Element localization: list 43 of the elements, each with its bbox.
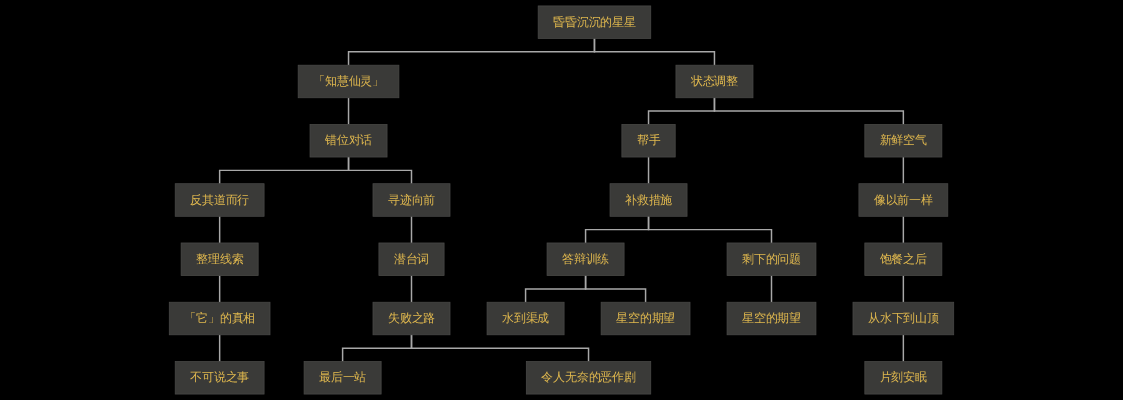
connector bbox=[902, 274, 905, 303]
node-box: 水到渠成 bbox=[486, 301, 565, 336]
node-box: 从水下到山顶 bbox=[852, 301, 955, 336]
node-box: 像以前一样 bbox=[858, 183, 949, 217]
node-box: 「知慧仙灵」 bbox=[297, 64, 400, 99]
connector bbox=[218, 215, 221, 244]
connector bbox=[902, 334, 905, 363]
node-box: 状态调整 bbox=[675, 64, 754, 99]
node-box: 片刻安眠 bbox=[864, 361, 943, 395]
connector bbox=[347, 97, 350, 126]
node-box: 反其道而行 bbox=[174, 183, 265, 217]
node-box: 整理线索 bbox=[180, 242, 259, 276]
connector bbox=[410, 274, 413, 303]
connector bbox=[902, 215, 905, 244]
connector bbox=[593, 37, 716, 66]
connector bbox=[347, 156, 413, 185]
connector bbox=[410, 215, 413, 244]
connector bbox=[647, 156, 650, 185]
node-box: 帮手 bbox=[621, 124, 676, 158]
node-box: 寻迹向前 bbox=[372, 183, 451, 217]
node-box: 饱餐之后 bbox=[864, 242, 943, 276]
node-box: 剩下的问题 bbox=[726, 242, 817, 276]
connector bbox=[584, 274, 647, 303]
node-box: 失败之路 bbox=[372, 301, 451, 336]
connector bbox=[647, 215, 773, 244]
connector bbox=[410, 334, 590, 363]
connector bbox=[770, 274, 773, 303]
node-box: 昏昏沉沉的星星 bbox=[537, 5, 652, 39]
node-box: 补救措施 bbox=[609, 183, 688, 217]
node-box: 新鲜空气 bbox=[864, 124, 943, 158]
connector bbox=[713, 97, 905, 126]
node-box: 最后一站 bbox=[303, 361, 382, 395]
node-box: 不可说之事 bbox=[174, 361, 265, 395]
node-box: 「它」的真相 bbox=[168, 301, 271, 336]
node-box: 星空的期望 bbox=[726, 301, 817, 336]
node-box: 令人无奈的恶作剧 bbox=[525, 361, 652, 395]
connector bbox=[218, 334, 221, 363]
node-box: 答辩训练 bbox=[546, 242, 625, 276]
node-box: 星空的期望 bbox=[600, 301, 691, 336]
node-box: 潜台词 bbox=[378, 242, 445, 276]
node-box: 错位对话 bbox=[309, 124, 388, 158]
connector bbox=[902, 156, 905, 185]
connector bbox=[218, 274, 221, 303]
